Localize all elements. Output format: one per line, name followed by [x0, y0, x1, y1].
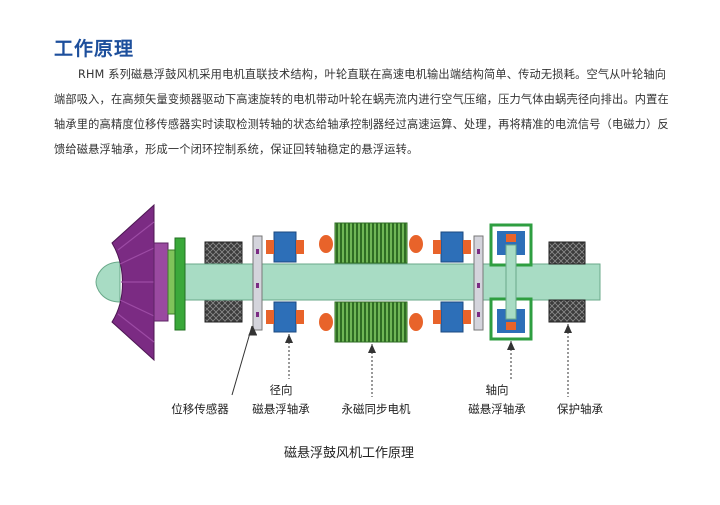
leader-lines: [231, 324, 572, 397]
displacement-sensor-plate-left: [252, 235, 263, 331]
impeller-back-plate: [153, 242, 169, 322]
description-paragraph: RHM 系列磁悬浮鼓风机采用电机直联技术结构，叶轮直联在高速电机输出端结构简单、…: [54, 62, 674, 162]
axial-bearing: [489, 223, 533, 341]
impeller-coupling: [174, 237, 186, 331]
radial-bearing-right: [433, 231, 471, 333]
main-shaft: [174, 263, 601, 301]
displacement-sensor-plate-right: [473, 235, 484, 331]
motor-end-rings: [319, 235, 423, 331]
label-radial-bearing-line1: 径向: [270, 383, 293, 397]
impeller: [111, 203, 155, 362]
radial-bearing-left: [266, 231, 304, 333]
label-protective-bearing: 保护轴承: [557, 402, 603, 416]
label-axial-bearing-line2: 磁悬浮轴承: [468, 402, 526, 416]
label-displacement-sensor: 位移传感器: [171, 402, 229, 416]
label-motor: 永磁同步电机: [342, 402, 411, 416]
description-text: RHM 系列磁悬浮鼓风机采用电机直联技术结构，叶轮直联在高速电机输出端结构简单、…: [54, 68, 669, 156]
diagram-caption: 磁悬浮鼓风机工作原理: [284, 446, 414, 461]
section-heading: 工作原理: [54, 38, 135, 60]
protective-bearing-right: [548, 241, 586, 323]
motor-coils: [334, 222, 408, 343]
label-axial-bearing-line1: 轴向: [486, 383, 509, 397]
impeller-collar: [167, 249, 176, 315]
label-radial-bearing-line2: 磁悬浮轴承: [252, 402, 310, 416]
impeller-hub: [95, 261, 121, 303]
